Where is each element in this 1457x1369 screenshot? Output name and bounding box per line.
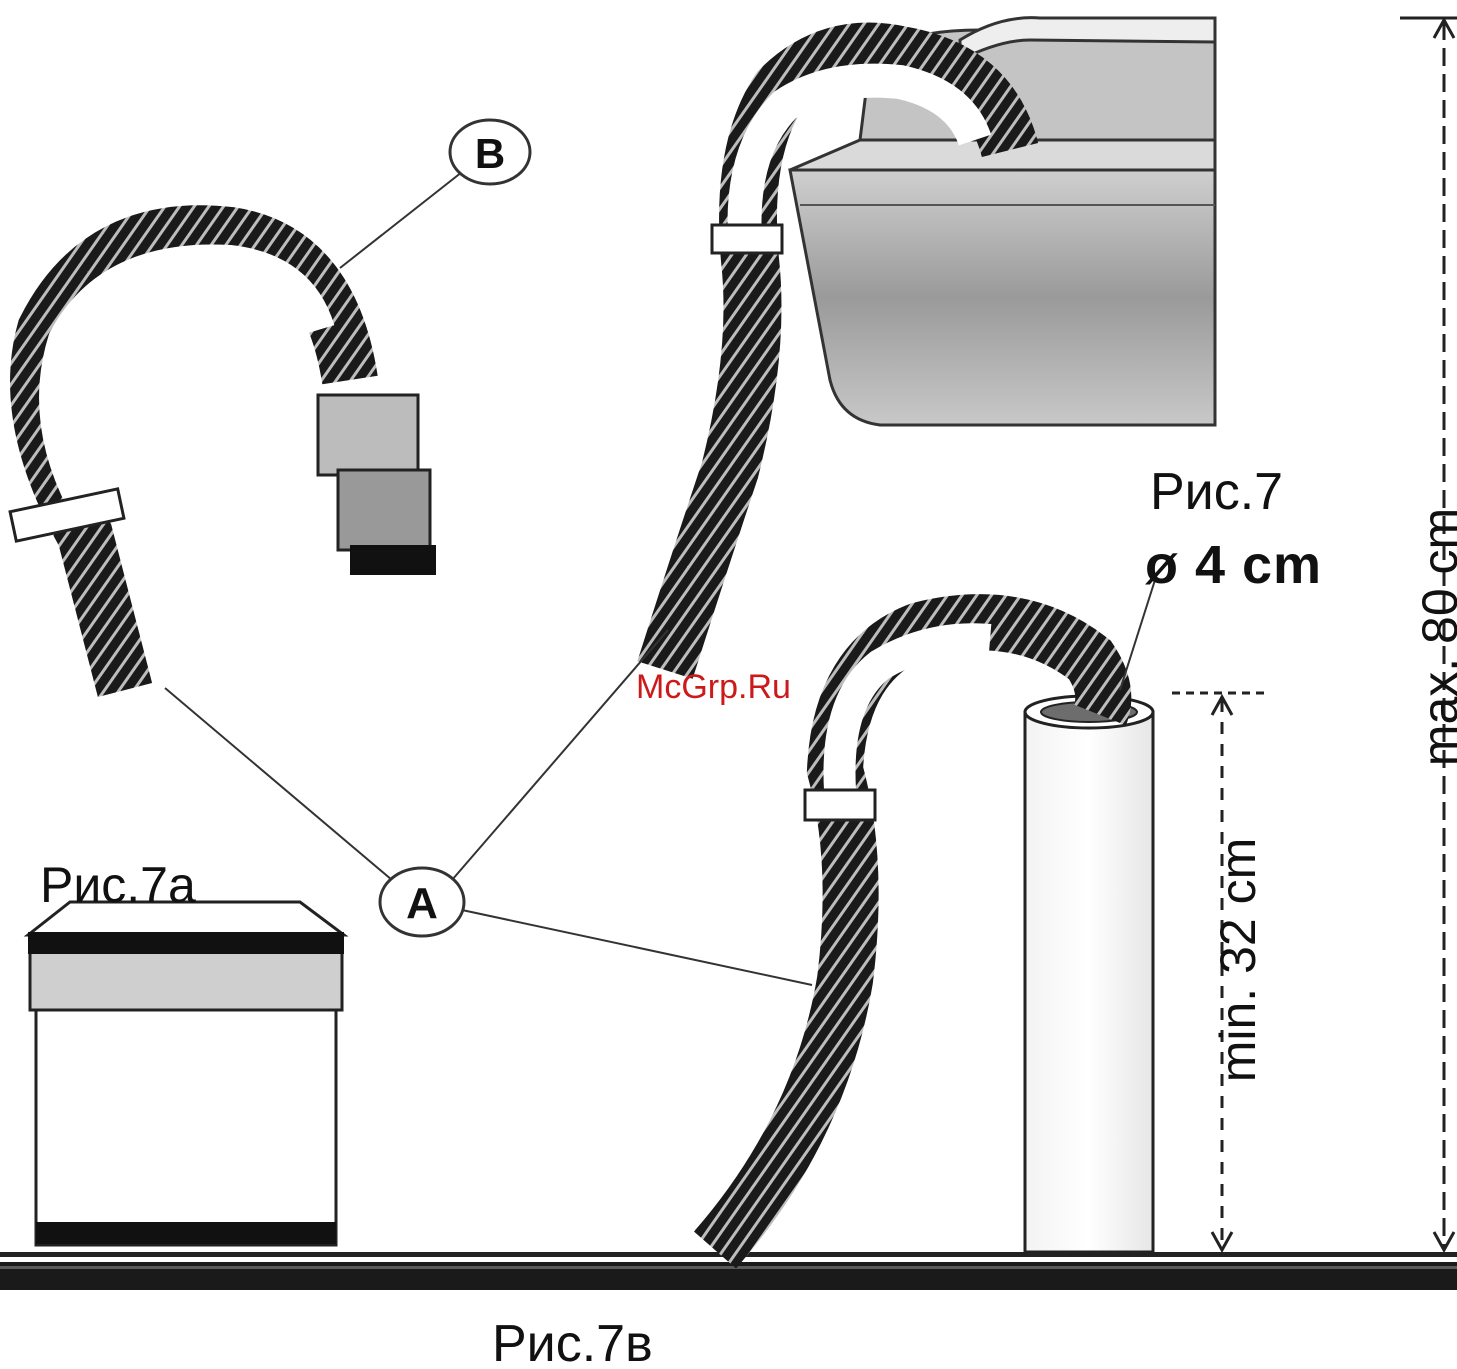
- hose-b: [10, 233, 436, 690]
- callout-a: A: [380, 868, 464, 936]
- figure-7b-caption: Рис.7в: [492, 1318, 653, 1369]
- callout-b: B: [450, 120, 530, 184]
- max-height-label: max. 80 cm: [1415, 497, 1457, 777]
- figure-7-caption: Рис.7: [1150, 466, 1283, 518]
- container-bucket: [28, 902, 344, 1245]
- diameter-label: ø 4 cm: [1145, 538, 1322, 592]
- figure-7a-caption: Рис.7а: [40, 860, 196, 910]
- standpipe: [1025, 696, 1153, 1252]
- watermark: McGrp.Ru: [636, 670, 791, 704]
- callout-a-label: A: [406, 879, 438, 928]
- callout-b-label: B: [475, 130, 505, 177]
- min-height-label: min. 32 cm: [1213, 800, 1263, 1120]
